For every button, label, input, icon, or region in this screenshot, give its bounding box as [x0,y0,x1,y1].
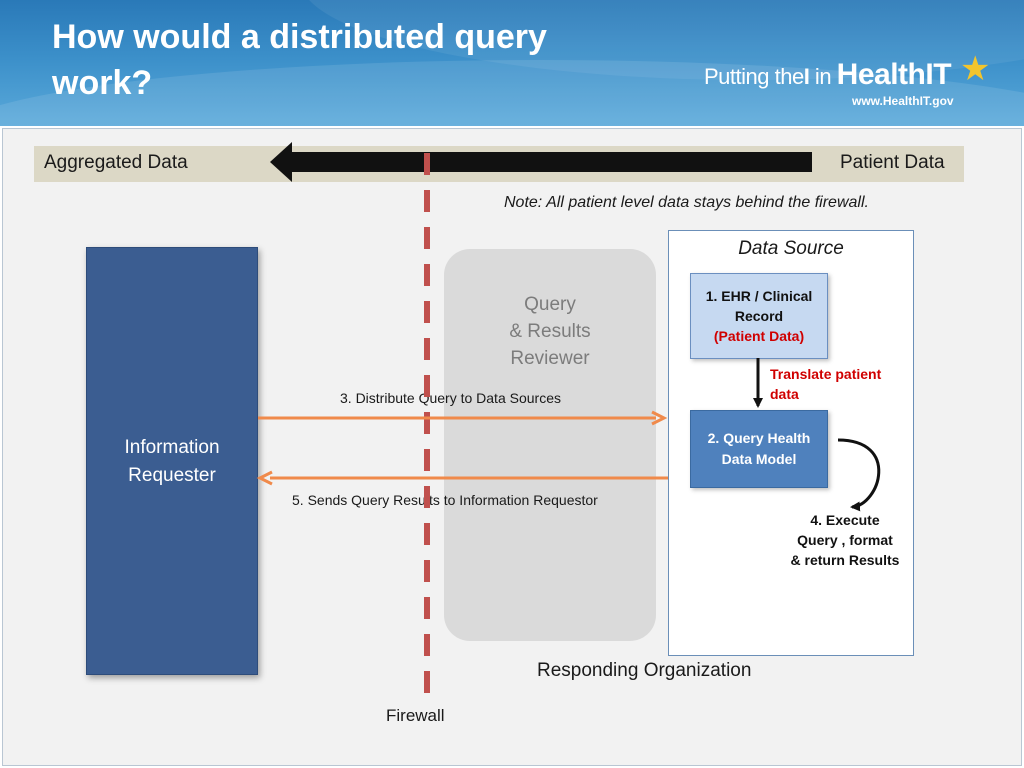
sends-results-label: 5. Sends Query Results to Information Re… [292,492,598,508]
aggregated-data-label: Aggregated Data [44,152,188,173]
logo-wordmark: Putting theI in HealthIT [704,58,952,92]
qhdm-line-1: 2. Query Health [707,430,811,446]
requester-line-2: Requester [128,465,216,486]
requester-label: Information Requester [87,434,257,490]
data-flow-arrow-head [270,142,292,182]
qhdm-line-2: Data Model [721,451,797,467]
translate-line-2: data [770,386,799,402]
execute-line-2: Query , format [797,532,893,548]
reviewer-label: Query & Results Reviewer [444,291,656,372]
star-icon: ★ [960,50,991,88]
ehr-line-3: (Patient Data) [713,328,805,344]
data-flow-arrow [270,142,812,182]
query-results-reviewer-box: Query & Results Reviewer [444,249,656,641]
distribute-query-arrow-head [651,410,668,426]
query-health-data-model-box: 2. Query Health Data Model [690,410,828,488]
return-results-arrow-head [256,470,273,486]
data-flow-arrow-shaft [290,152,812,172]
firewall-note: Note: All patient level data stays behin… [504,194,869,211]
patient-data-label: Patient Data [840,152,945,173]
logo-text-3: in [809,64,837,89]
information-requester-box: Information Requester [86,247,258,675]
execute-label: 4. Execute Query , format & return Resul… [780,510,910,570]
ehr-line-1: 1. EHR / Clinical [705,288,813,304]
data-source-title: Data Source [738,238,844,259]
slide-title: How would a distributed query work? [52,18,547,102]
responding-organization-label: Responding Organization [537,660,752,681]
ehr-line-2: Record [734,308,784,324]
logo-text-1: Putting the [704,64,804,89]
header-banner: How would a distributed query work? Putt… [0,0,1024,126]
logo-url: www.HealthIT.gov [852,94,954,108]
healthit-logo: Putting theI in HealthIT ★ www.HealthIT.… [704,50,1004,114]
logo-text-2: I [803,64,810,89]
firewall-label: Firewall [386,706,445,725]
execute-curved-arrow [837,438,881,512]
translate-label: Translate patient data [770,364,900,404]
logo-text-4: Health [836,58,926,91]
execute-line-1: 4. Execute [810,512,880,528]
distribute-query-label: 3. Distribute Query to Data Sources [340,390,561,406]
translate-line-1: Translate patient [770,366,882,382]
reviewer-line-1: Query [524,294,576,315]
execute-line-3: & return Results [790,552,900,568]
requester-line-1: Information [124,437,220,458]
ehr-clinical-record-box: 1. EHR / Clinical Record (Patient Data) [690,273,828,359]
reviewer-line-2: & Results [509,321,591,342]
reviewer-line-3: Reviewer [510,348,590,369]
return-results-arrow [256,470,668,486]
distribute-query-arrow [258,410,668,426]
logo-text-5: IT [925,58,952,91]
